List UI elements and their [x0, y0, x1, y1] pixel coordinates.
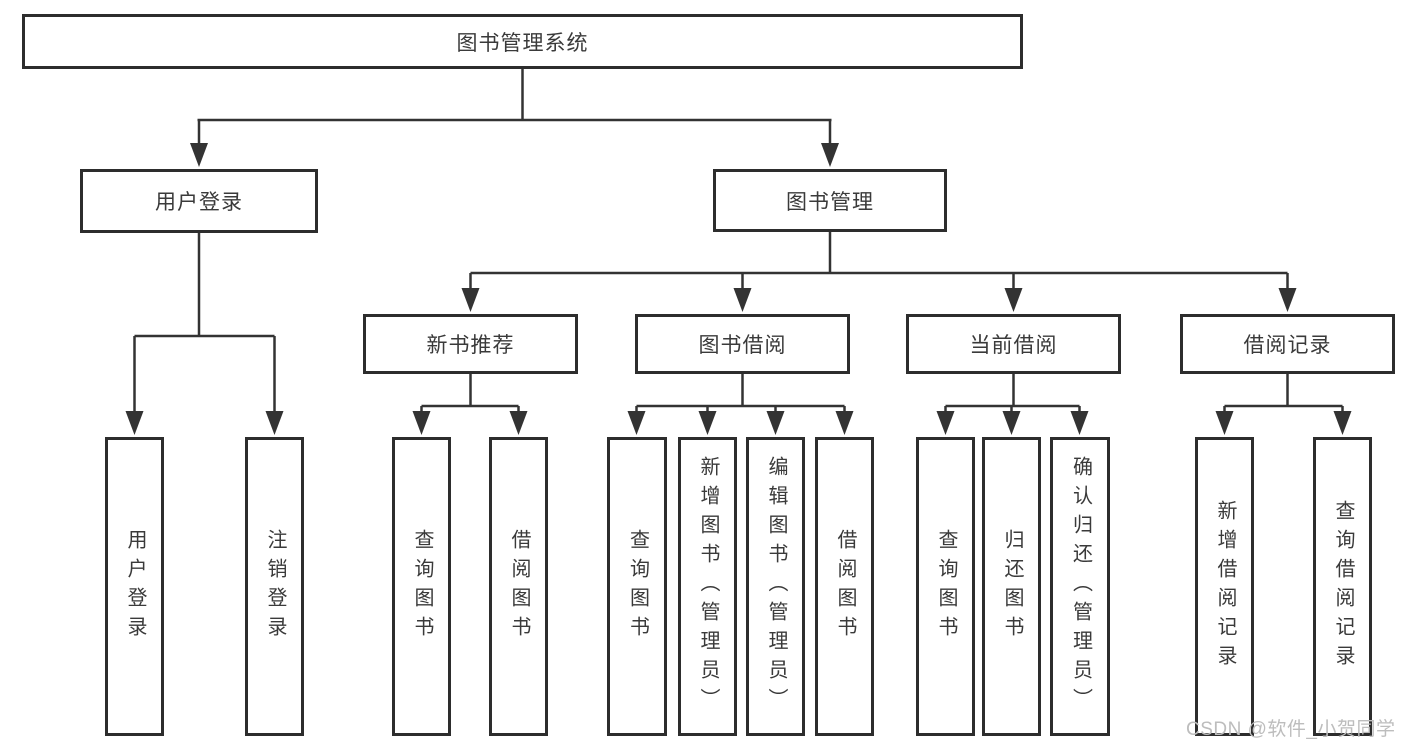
- leaf-borrow-books-recommend: 借阅图书: [489, 437, 548, 736]
- arrowhead-icon: [821, 143, 839, 167]
- arrowhead-icon: [627, 411, 646, 435]
- node-label: 图书管理系统: [456, 31, 589, 55]
- leaf-confirm-return-admin: 确认归还（管理员）: [1050, 437, 1110, 736]
- connector-root-to-level1: [190, 69, 839, 167]
- node-label: 归还图书: [1001, 528, 1023, 645]
- node-book-borrowing: 图书借阅: [635, 314, 850, 374]
- node-label: 编辑图书（管理员）: [765, 456, 787, 717]
- leaf-logout-login: 注销登录: [245, 437, 304, 736]
- arrowhead-icon: [766, 411, 785, 435]
- leaf-query-books-recommend: 查询图书: [392, 437, 451, 736]
- node-borrowing-records: 借阅记录: [1180, 314, 1395, 374]
- arrowhead-icon: [1004, 288, 1023, 312]
- leaf-query-books-borrowing: 查询图书: [607, 437, 667, 736]
- connector-user-login-to-leaves: [125, 233, 284, 435]
- node-book-management: 图书管理: [713, 169, 947, 232]
- arrowhead-icon: [1002, 411, 1021, 435]
- connector-book-borrowing-to-leaves: [627, 374, 854, 435]
- arrowhead-icon: [265, 411, 284, 435]
- connector-current-borrowing-to-leaves: [936, 374, 1089, 435]
- node-label: 图书借阅: [698, 334, 787, 357]
- node-label: 注销登录: [264, 528, 286, 645]
- arrowhead-icon: [461, 288, 480, 312]
- leaf-query-borrow-record: 查询借阅记录: [1313, 437, 1372, 736]
- node-label: 用户登录: [155, 191, 243, 214]
- arrowhead-icon: [936, 411, 955, 435]
- node-current-borrowing: 当前借阅: [906, 314, 1121, 374]
- node-label: 用户登录: [124, 528, 146, 645]
- node-label: 查询图书: [626, 528, 649, 645]
- node-label: 图书管理: [786, 190, 874, 214]
- node-label: 新书推荐: [426, 334, 515, 357]
- arrowhead-icon: [125, 411, 144, 435]
- arrowhead-icon: [698, 411, 717, 435]
- node-label: 借阅图书: [508, 528, 530, 645]
- node-label: 新增图书（管理员）: [697, 456, 719, 717]
- node-label: 借阅记录: [1243, 334, 1332, 357]
- leaf-return-books: 归还图书: [982, 437, 1041, 736]
- node-new-book-recommendation: 新书推荐: [363, 314, 578, 374]
- arrowhead-icon: [190, 143, 208, 167]
- leaf-query-books-current: 查询图书: [916, 437, 975, 736]
- leaf-user-login: 用户登录: [105, 437, 164, 736]
- node-library-management-system: 图书管理系统: [22, 14, 1023, 69]
- arrowhead-icon: [835, 411, 854, 435]
- arrowhead-icon: [733, 288, 752, 312]
- arrowhead-icon: [1070, 411, 1089, 435]
- connector-book-management-to-level2: [461, 232, 1297, 312]
- arrowhead-icon: [412, 411, 431, 435]
- node-label: 新增借阅记录: [1214, 499, 1236, 674]
- arrowhead-icon: [1333, 411, 1352, 435]
- leaf-add-book-admin: 新增图书（管理员）: [678, 437, 737, 736]
- leaf-borrow-books-borrowing: 借阅图书: [815, 437, 874, 736]
- leaf-add-borrow-record: 新增借阅记录: [1195, 437, 1254, 736]
- arrowhead-icon: [509, 411, 528, 435]
- node-user-login: 用户登录: [80, 169, 318, 233]
- node-label: 查询借阅记录: [1332, 499, 1354, 674]
- leaf-edit-book-admin: 编辑图书（管理员）: [746, 437, 805, 736]
- node-label: 查询图书: [935, 528, 957, 645]
- connector-borrowing-records-to-leaves: [1215, 374, 1352, 435]
- node-label: 确认归还（管理员）: [1069, 456, 1092, 717]
- node-label: 查询图书: [411, 528, 433, 645]
- arrowhead-icon: [1215, 411, 1234, 435]
- node-label: 借阅图书: [834, 528, 856, 645]
- node-label: 当前借阅: [969, 334, 1058, 357]
- connector-new-book-recommendation-to-leaves: [412, 374, 528, 435]
- arrowhead-icon: [1278, 288, 1297, 312]
- watermark: CSDN @软件_小贺同学: [1186, 719, 1396, 740]
